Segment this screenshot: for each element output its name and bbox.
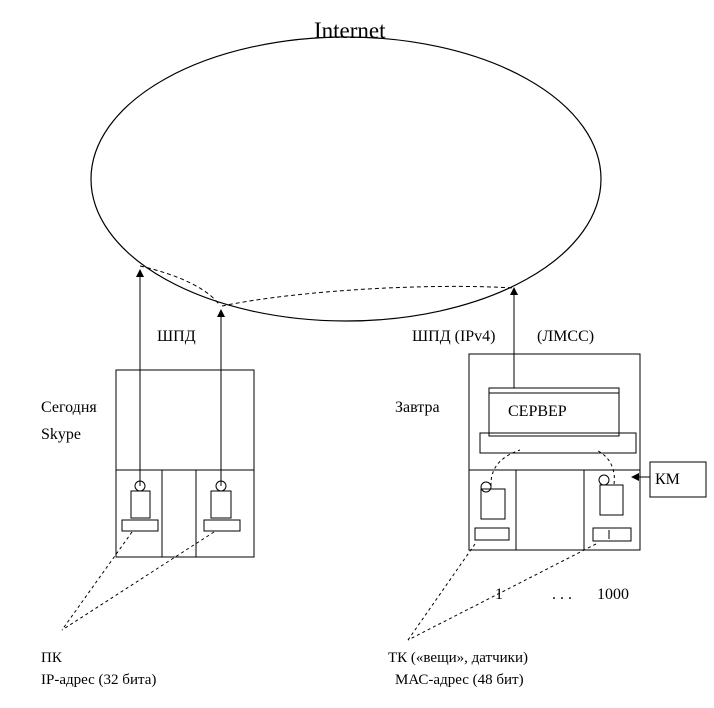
server-label: СЕРВЕР <box>508 403 567 420</box>
server-shelf <box>479 432 637 454</box>
internet-title: Internet <box>314 18 386 43</box>
server-box <box>488 387 620 437</box>
km-box <box>649 461 707 498</box>
left-pc-1 <box>121 480 159 532</box>
left-building <box>115 369 255 558</box>
right-link-label: ШПД (IPv4) <box>412 328 496 345</box>
left-pointer-2 <box>61 531 215 631</box>
left-address-label: IP-адрес (32 бита) <box>41 672 157 688</box>
left-dashed-link <box>139 265 221 307</box>
right-building <box>468 353 641 551</box>
right-device-label: ТК («вещи», датчики) <box>388 650 528 666</box>
km-label: КМ <box>655 471 680 488</box>
right-caption: Завтра <box>395 399 440 416</box>
count-end: 1000 <box>597 586 629 603</box>
left-link-label: ШПД <box>157 328 196 345</box>
left-caption-line1: Сегодня <box>41 399 97 416</box>
internet-ellipse <box>90 36 602 322</box>
right-org-label: (ЛМСС) <box>537 328 595 345</box>
left-device-label: ПК <box>41 650 62 666</box>
count-dots: . . . <box>552 586 572 603</box>
count-start: 1 <box>495 586 503 603</box>
right-device-2 <box>592 474 632 542</box>
right-dashed-link-2 <box>595 449 615 485</box>
right-dashed-link-1 <box>490 449 521 487</box>
right-address-label: МАС-адрес (48 бит) <box>395 672 524 688</box>
right-pointer-1 <box>407 543 476 641</box>
right-device-1 <box>474 481 510 541</box>
left-caption-line2: Skype <box>41 426 81 443</box>
right-pointer-2 <box>407 543 597 641</box>
left-pointer-1 <box>61 531 133 631</box>
left-pc-2 <box>203 480 241 532</box>
